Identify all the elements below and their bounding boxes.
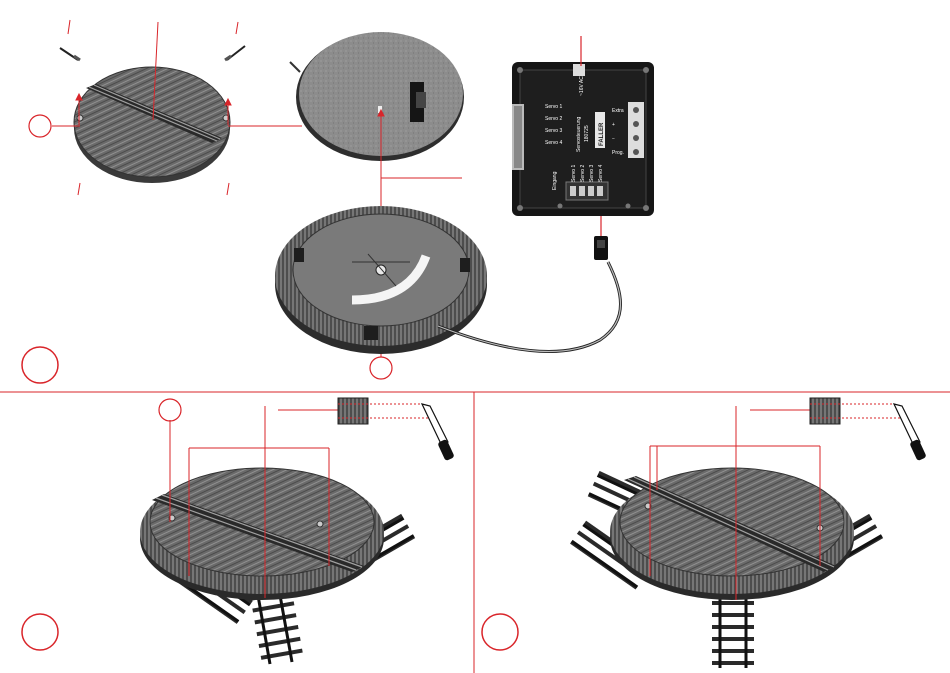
module-power-label-4: Prog. bbox=[612, 150, 624, 156]
module-part-number: 180725 bbox=[584, 125, 590, 142]
step-1-circle bbox=[22, 347, 58, 383]
step-3-circle bbox=[482, 614, 518, 650]
glue-block-icon bbox=[810, 398, 904, 424]
module-power-label-3: − bbox=[612, 136, 615, 142]
module-servo-label-4: Servo 4 bbox=[545, 140, 562, 146]
step-1-panel: FALLER 180725 Servosteuerung ~16V AC Ein… bbox=[22, 20, 654, 383]
module-output-label-2: Servo 2 bbox=[580, 165, 586, 182]
module-brand: FALLER bbox=[599, 122, 605, 146]
module-top-label: ~16V AC bbox=[579, 76, 585, 96]
turntable-icon bbox=[610, 468, 854, 600]
module-output-label-4: Servo 4 bbox=[598, 165, 604, 182]
module-title: Servosteuerung bbox=[576, 116, 582, 152]
servo-module-icon: FALLER 180725 Servosteuerung ~16V AC Ein… bbox=[512, 62, 654, 216]
module-input-label: Eingang bbox=[552, 171, 558, 190]
module-servo-label-3: Servo 3 bbox=[545, 128, 562, 134]
turntable-icon bbox=[140, 468, 384, 600]
callout-circle bbox=[159, 399, 181, 421]
glue-block-icon bbox=[338, 398, 432, 424]
knife-icon bbox=[422, 404, 455, 461]
step-2-panel bbox=[22, 398, 455, 664]
step-2-circle bbox=[22, 614, 58, 650]
module-servo-label-1: Servo 1 bbox=[545, 104, 562, 110]
servo-plug-icon bbox=[594, 236, 608, 260]
module-output-label-3: Servo 3 bbox=[589, 165, 595, 182]
callout-circle bbox=[29, 115, 51, 137]
module-output-label-1: Servo 1 bbox=[571, 165, 577, 182]
module-power-label-1: Extra bbox=[612, 108, 624, 114]
step-3-panel bbox=[482, 398, 927, 668]
knife-icon bbox=[894, 404, 927, 461]
turntable-deck-disc bbox=[74, 67, 230, 183]
module-power-label-2: + bbox=[612, 122, 615, 128]
turntable-underside-disc bbox=[290, 32, 464, 161]
callout-circle bbox=[370, 357, 392, 379]
screw-icon bbox=[60, 46, 245, 60]
module-servo-label-2: Servo 2 bbox=[545, 116, 562, 122]
